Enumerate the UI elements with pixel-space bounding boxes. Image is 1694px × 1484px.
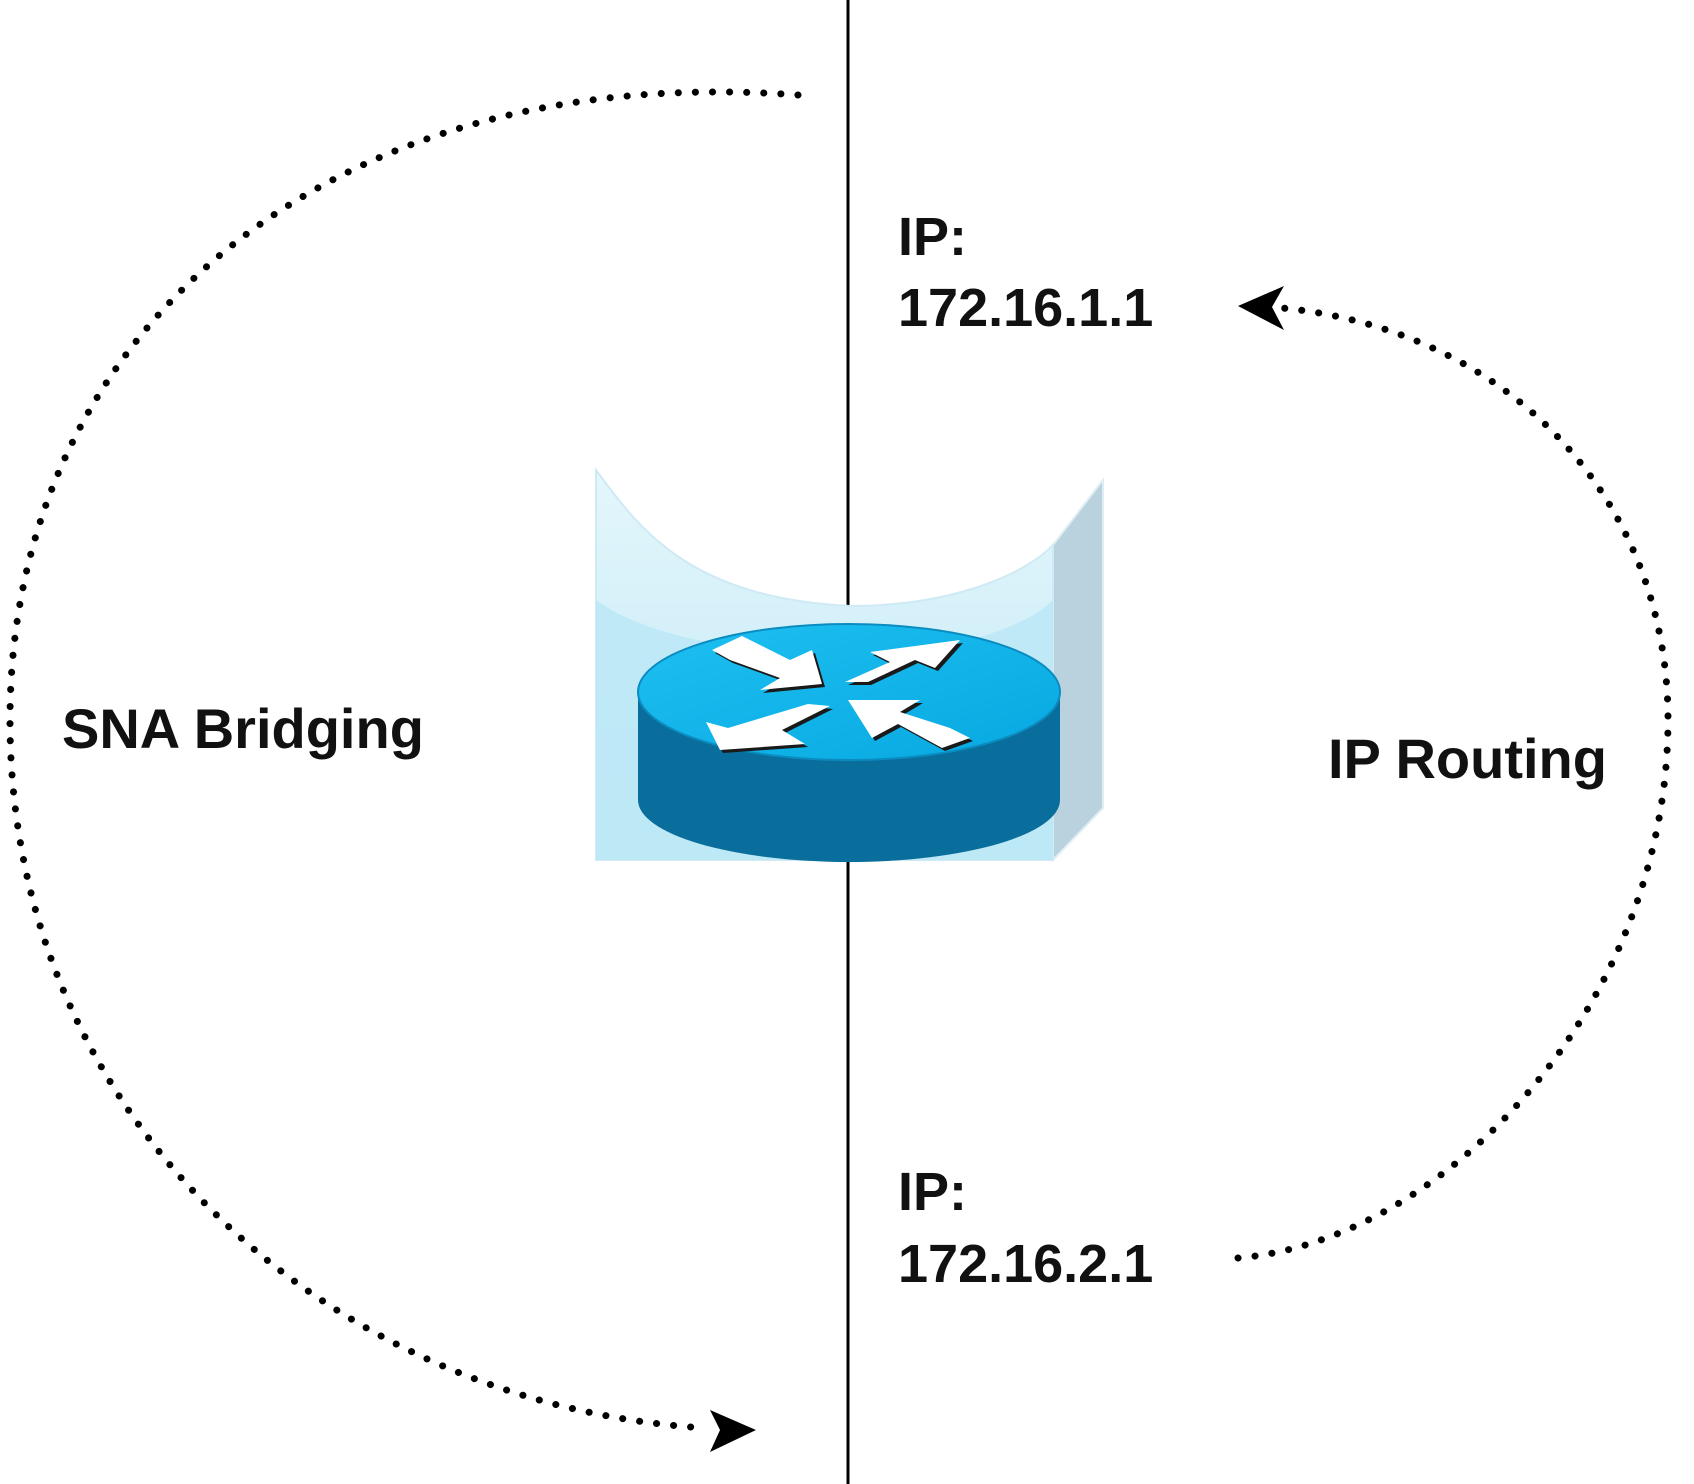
enclosure-side-face <box>1052 477 1104 863</box>
sna-bridging-label: SNA Bridging <box>62 697 424 760</box>
top-ip-address: 172.16.1.1 <box>898 278 1153 338</box>
router-top-rim <box>637 623 1061 761</box>
top-ip-label: IP: <box>898 207 967 267</box>
router-icon <box>595 466 1104 863</box>
router-arrows-icon <box>706 636 973 753</box>
bottom-ip-address: 172.16.2.1 <box>898 1234 1153 1294</box>
sna-arrowhead-icon <box>710 1410 756 1452</box>
bottom-ip-label: IP: <box>898 1162 967 1222</box>
ip-routing-arrowhead-icon <box>1238 286 1284 330</box>
ip-routing-label: IP Routing <box>1328 727 1607 790</box>
